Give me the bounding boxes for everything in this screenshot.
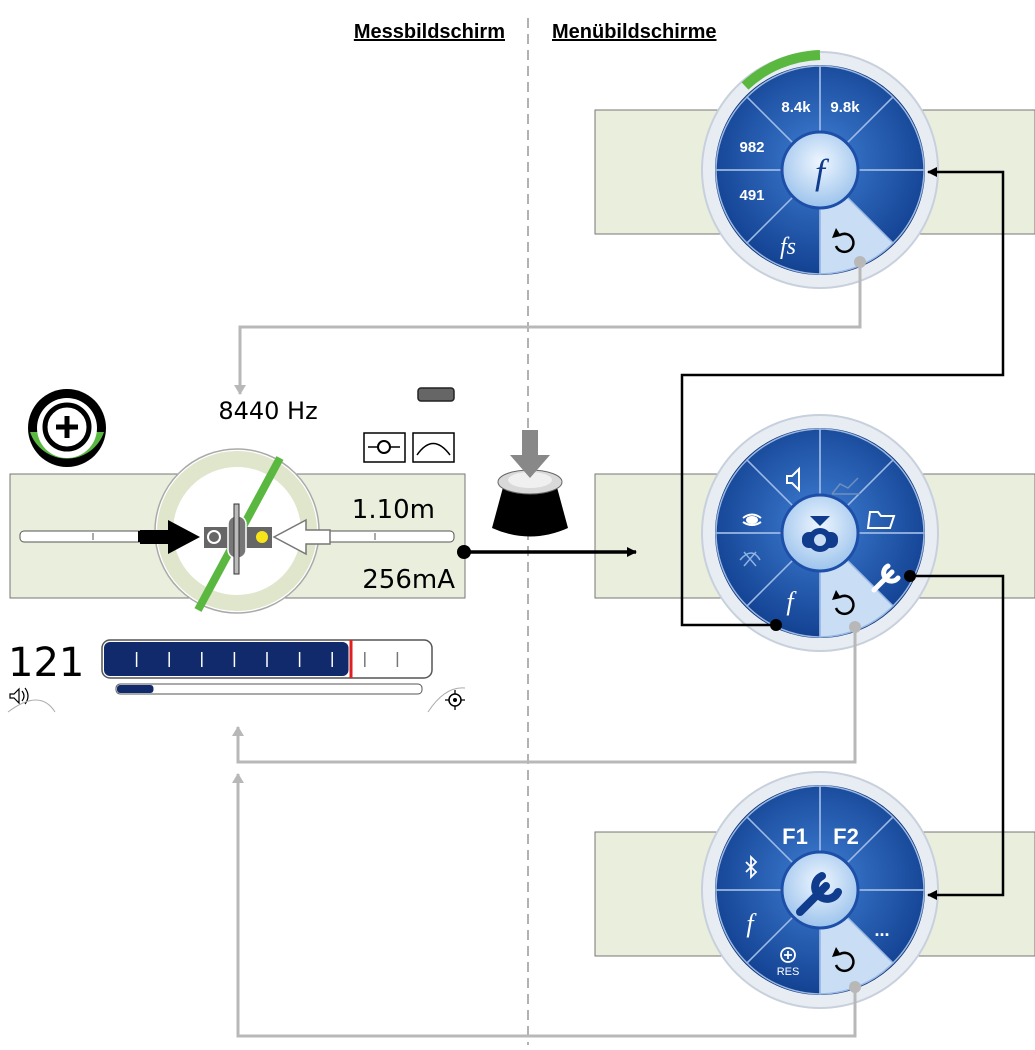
press-arrow-icon bbox=[510, 430, 550, 478]
frequency-item[interactable]: 491 bbox=[739, 187, 764, 204]
gain-bar-fill bbox=[117, 685, 154, 693]
connector-back-from-frequency-menu bbox=[234, 262, 862, 395]
signal-strength-readout: 121 bbox=[8, 640, 84, 686]
connector-back-from-main-menu bbox=[232, 627, 857, 764]
indicator-right-dot bbox=[256, 531, 268, 543]
fs-icon[interactable]: fs bbox=[780, 234, 796, 260]
speaker-icon bbox=[9, 687, 20, 705]
header-menuebildschirme: Menübildschirme bbox=[552, 21, 716, 43]
frequency-readout: 8440 Hz bbox=[218, 397, 317, 425]
depth-readout: 1.10m bbox=[352, 495, 435, 525]
connector-to-settings-menu bbox=[910, 574, 1005, 900]
battery-icon bbox=[417, 387, 455, 402]
speaker-icon[interactable] bbox=[786, 466, 800, 493]
connector-back-from-settings-menu bbox=[232, 773, 857, 1038]
plus-res-icon[interactable] bbox=[780, 947, 796, 963]
signal-bar-fill bbox=[104, 642, 349, 676]
rotary-knob-icon bbox=[492, 430, 568, 537]
undo-icon[interactable] bbox=[834, 594, 855, 616]
f-icon[interactable]: f bbox=[786, 587, 797, 616]
frequency-menu: f 8.4k 9.8k 982 491 fs bbox=[594, 50, 1035, 289]
settings-item-f2[interactable]: F2 bbox=[833, 824, 859, 849]
peak-icon[interactable] bbox=[739, 551, 761, 567]
peak-mode-icon bbox=[412, 432, 455, 463]
settings-item-f1[interactable]: F1 bbox=[782, 824, 808, 849]
settings-item-more[interactable]: ... bbox=[874, 920, 889, 940]
indicator-left-dot bbox=[207, 530, 221, 544]
antenna-icon[interactable] bbox=[742, 513, 762, 526]
frequency-item[interactable]: 8.4k bbox=[781, 99, 811, 116]
undo-icon[interactable] bbox=[834, 232, 855, 254]
folder-icon[interactable] bbox=[866, 511, 896, 529]
wrench-icon bbox=[796, 872, 842, 916]
measurement-screen: 8440 Hz 1.10m 256mA 121 bbox=[7, 387, 466, 713]
bluetooth-icon[interactable] bbox=[745, 854, 758, 880]
undo-icon[interactable] bbox=[834, 951, 855, 973]
right-arrow-icon bbox=[272, 518, 331, 556]
frequency-menu-center[interactable] bbox=[780, 130, 860, 210]
header-messbildschirm: Messbildschirm bbox=[354, 21, 505, 43]
frequency-item[interactable]: 982 bbox=[739, 139, 764, 156]
gain-bar-outline bbox=[115, 683, 423, 695]
connector-to-frequency-menu bbox=[680, 167, 1005, 627]
current-readout: 256mA bbox=[362, 565, 455, 595]
indicator-vertical-bar bbox=[233, 503, 240, 575]
settings-menu: F1 F2 ... f RES bbox=[594, 771, 1035, 1009]
graph-icon[interactable] bbox=[831, 477, 860, 495]
frequency-item[interactable]: 9.8k bbox=[830, 99, 860, 116]
locator-icon bbox=[810, 516, 830, 526]
signal-bar-ticks bbox=[135, 652, 399, 667]
settings-item-res[interactable]: RES bbox=[777, 966, 800, 978]
signal-peak-marker bbox=[349, 640, 353, 678]
left-arrow-icon bbox=[140, 520, 200, 554]
wrench-icon[interactable] bbox=[871, 563, 901, 593]
frequency-menu-green-arc bbox=[741, 50, 821, 90]
f-icon[interactable]: f bbox=[746, 909, 757, 938]
main-menu: f bbox=[594, 414, 1035, 652]
